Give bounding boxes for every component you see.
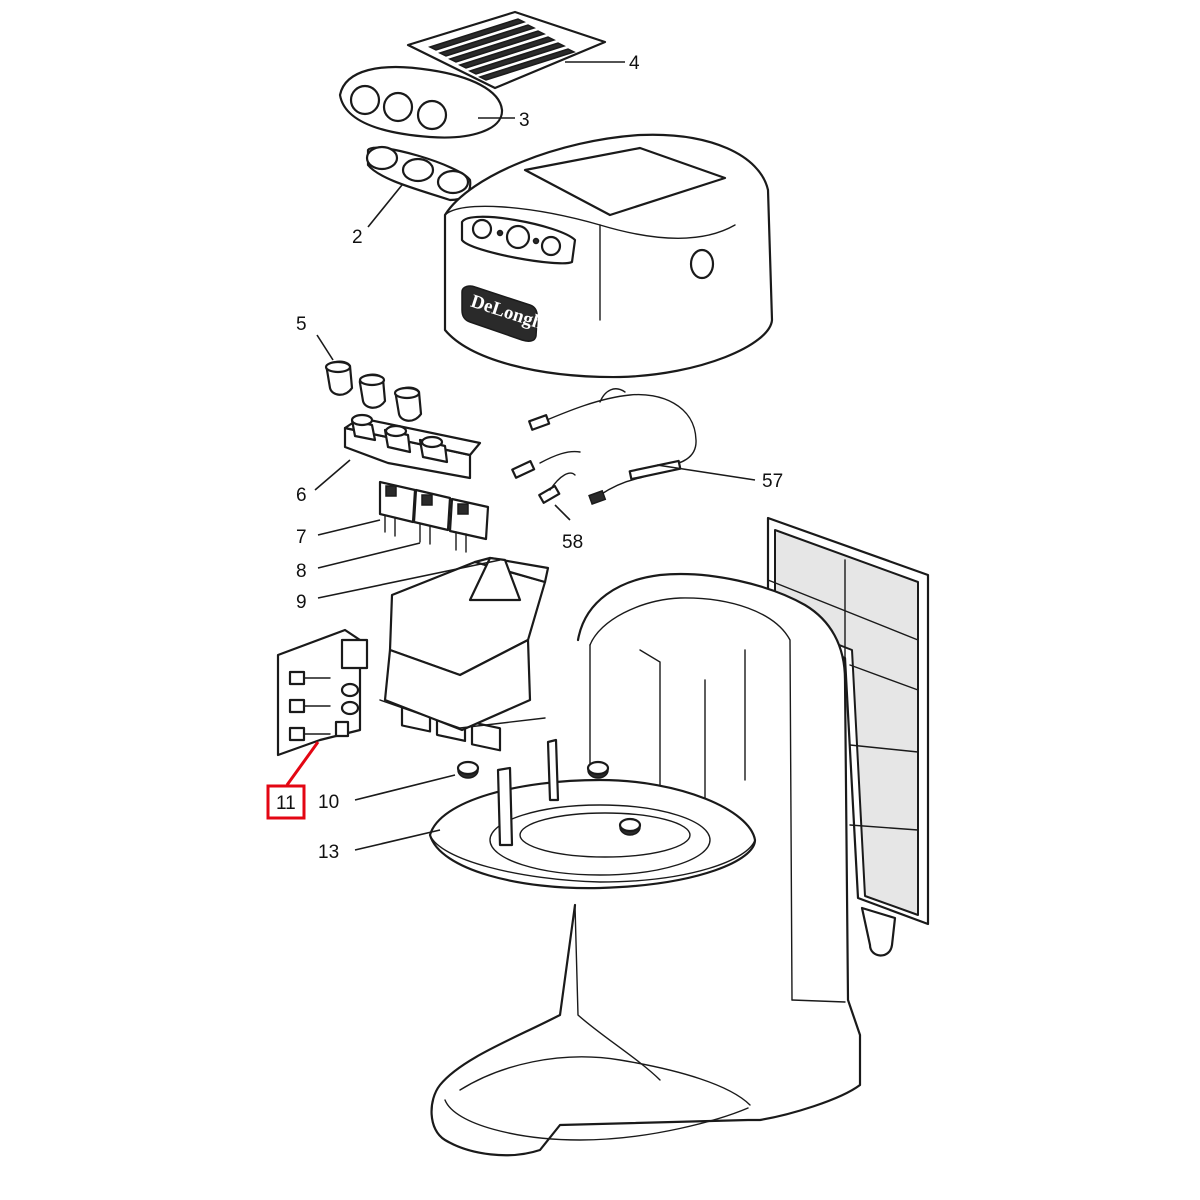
callout-10: 10 xyxy=(318,792,339,813)
callout-7: 7 xyxy=(296,527,307,548)
callout-8: 8 xyxy=(296,561,307,582)
part-7-8-switches xyxy=(378,480,490,553)
parts-57-58-wiring xyxy=(511,388,697,506)
callout-11: 11 xyxy=(276,793,296,814)
part-4-grille xyxy=(406,10,607,90)
part-2-button-rings xyxy=(365,145,472,202)
callout-58: 58 xyxy=(562,532,583,553)
callout-57: 57 xyxy=(762,471,783,492)
highlight-part-11 xyxy=(266,741,320,820)
part-13-base-plate xyxy=(428,738,757,890)
top-cover-housing: DeLonghi xyxy=(443,133,774,379)
leader-lines xyxy=(314,61,756,851)
callout-2: 2 xyxy=(352,227,363,248)
callout-5: 5 xyxy=(296,314,307,335)
callout-labels: 4 3 2 5 6 7 8 9 11 10 13 57 58 xyxy=(276,53,783,863)
callout-4: 4 xyxy=(629,53,640,74)
part-5-knobs xyxy=(324,360,423,422)
callout-6: 6 xyxy=(296,485,307,506)
part-3-button-panel xyxy=(338,65,504,139)
part-6-knob-holders xyxy=(343,413,482,480)
part-11-pcb xyxy=(276,628,369,757)
callout-9: 9 xyxy=(296,592,307,613)
callout-3: 3 xyxy=(519,110,530,131)
callout-13: 13 xyxy=(318,842,339,863)
part-9-switch-carrier xyxy=(379,556,550,752)
